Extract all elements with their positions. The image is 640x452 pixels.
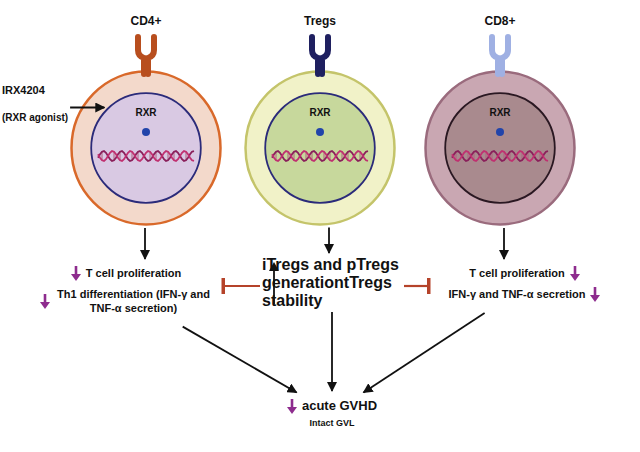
effect-row: T cell proliferation (440, 266, 609, 281)
cd4-cell: CD4+RXR (70, 70, 222, 226)
arrow-shaft (291, 399, 294, 408)
inhibition-line (404, 285, 429, 287)
effect-list: T cell proliferationTh1 differentiation … (32, 262, 220, 326)
nucleus: RXR (444, 92, 556, 204)
receptor-symbol (131, 34, 161, 74)
treg-cell: TregsRXR (244, 70, 396, 226)
cell-body (426, 72, 575, 225)
inhibition-line (223, 285, 260, 287)
effect-text: Th1 differentiation (IFN-γ and TNF-α sec… (55, 287, 212, 316)
drug-name: IRX4204 (2, 84, 68, 96)
arrow-connector (364, 313, 485, 392)
effect-text: T cell proliferation (469, 266, 564, 280)
arrow-connector (183, 327, 297, 393)
receptor-symbol (305, 34, 335, 74)
receptor-symbol (485, 34, 515, 74)
outcome-text: acute GVHD (302, 398, 377, 415)
dna-strand (98, 151, 194, 161)
cell-body (246, 72, 395, 225)
arrow-shaft (594, 287, 597, 296)
cell-body (72, 72, 221, 225)
drug-name: (RXR agonist) (2, 112, 68, 123)
dna-strand (452, 151, 548, 161)
arrow-head (590, 295, 600, 302)
receptor-arms (492, 37, 508, 74)
decrease-arrow (287, 399, 297, 414)
receptor-arms (312, 37, 328, 74)
dna-strand (272, 151, 368, 161)
treg-effect-box: iTregs and pTregs generationtTregs stabi… (262, 256, 402, 310)
arrow-connector (331, 312, 333, 391)
effect-list: T cell proliferationIFN-γ and TNF-α secr… (432, 262, 617, 312)
arrow-head (287, 407, 297, 414)
receptor-name: RXR (444, 107, 556, 118)
arrow-connector (144, 228, 146, 259)
rxr-dot (316, 128, 324, 136)
receptor-name: RXR (90, 107, 202, 118)
decrease-arrow (570, 266, 580, 281)
arrow-head (71, 274, 81, 281)
drug-label: IRX4204 (RXR agonist) (2, 84, 68, 123)
arrow-connector (70, 107, 104, 109)
arrow-connector (503, 228, 505, 259)
cd8-cell: CD8+RXR (424, 70, 576, 226)
arrow-shaft (75, 266, 78, 275)
receptor-arms (138, 37, 154, 74)
effect-text: T cell proliferation (86, 266, 181, 280)
dna-strand (98, 151, 194, 161)
nucleus: RXR (90, 92, 202, 204)
rxr-dot (496, 128, 504, 136)
cell-name: CD8+ (424, 14, 576, 28)
rxr-dot (142, 128, 150, 136)
cell-name: CD4+ (70, 14, 222, 28)
decrease-arrow (590, 287, 600, 302)
decrease-arrow (40, 294, 50, 309)
outcome-box: acute GVHD Intact GVL (281, 394, 383, 432)
arrow-head (40, 302, 50, 309)
outcome-row: acute GVHD (287, 398, 377, 415)
effect-row: IFN-γ and TNF-α secretion (440, 287, 609, 302)
arrow-shaft (573, 266, 576, 275)
effect-row: Th1 differentiation (IFN-γ and TNF-α sec… (40, 287, 212, 316)
outcome-note: Intact GVL (287, 418, 377, 428)
effect-text: IFN-γ and TNF-α secretion (449, 287, 586, 301)
receptor-name: RXR (264, 107, 376, 118)
arrow-head (570, 274, 580, 281)
dna-strand (272, 151, 368, 161)
arrow-connector (328, 228, 330, 254)
effect-row: T cell proliferation (40, 266, 212, 281)
cell-name: Tregs (244, 14, 396, 28)
nucleus: RXR (264, 92, 376, 204)
arrow-shaft (44, 294, 47, 303)
decrease-arrow (71, 266, 81, 281)
dna-strand (452, 151, 548, 161)
